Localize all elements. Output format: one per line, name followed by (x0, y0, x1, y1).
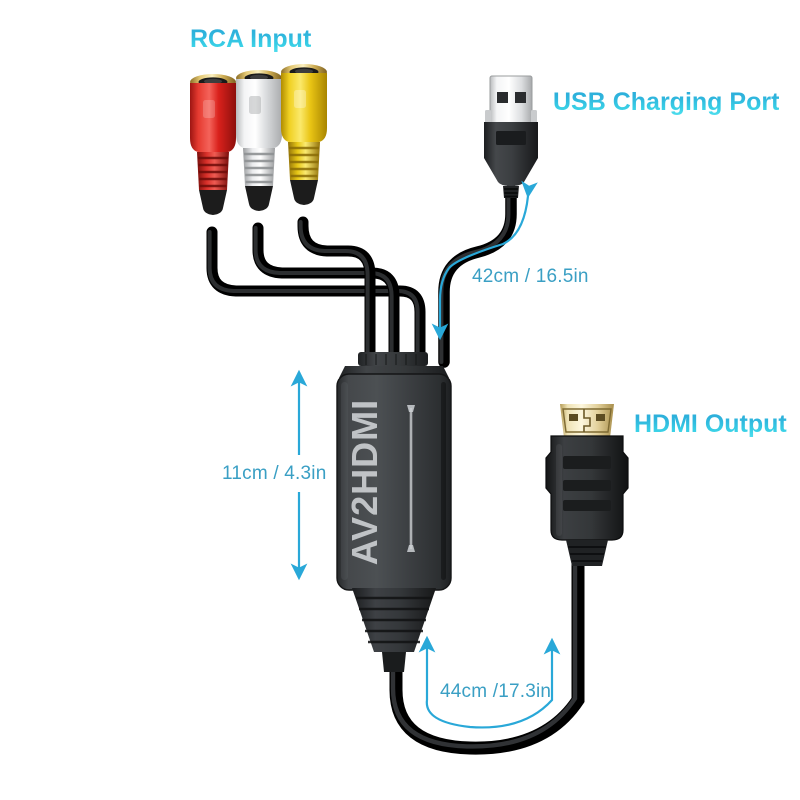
rca-red-connector (190, 74, 236, 215)
device-brand-text: AV2HDMI (344, 399, 385, 565)
usb-length-arrow (431, 180, 538, 341)
label-hdmi-output: HDMI Output (634, 410, 787, 438)
label-rca-input: RCA Input (190, 25, 312, 53)
rca-yellow-connector (281, 64, 327, 205)
hdmi-length-arrow (418, 635, 561, 729)
usb-type-a-connector (484, 75, 538, 198)
dimension-hdmi-cable-length: 44cm /17.3in (440, 681, 552, 702)
dimension-converter-body-length: 11cm / 4.3in (222, 463, 327, 484)
label-usb-charging-port: USB Charging Port (553, 88, 780, 116)
cable-harness (206, 184, 585, 755)
dimension-usb-cable-length: 42cm / 16.5in (472, 266, 589, 287)
rca-white-connector (236, 70, 282, 211)
hdmi-type-a-connector (545, 404, 629, 566)
converter-body: AV2HDMI (336, 352, 452, 672)
